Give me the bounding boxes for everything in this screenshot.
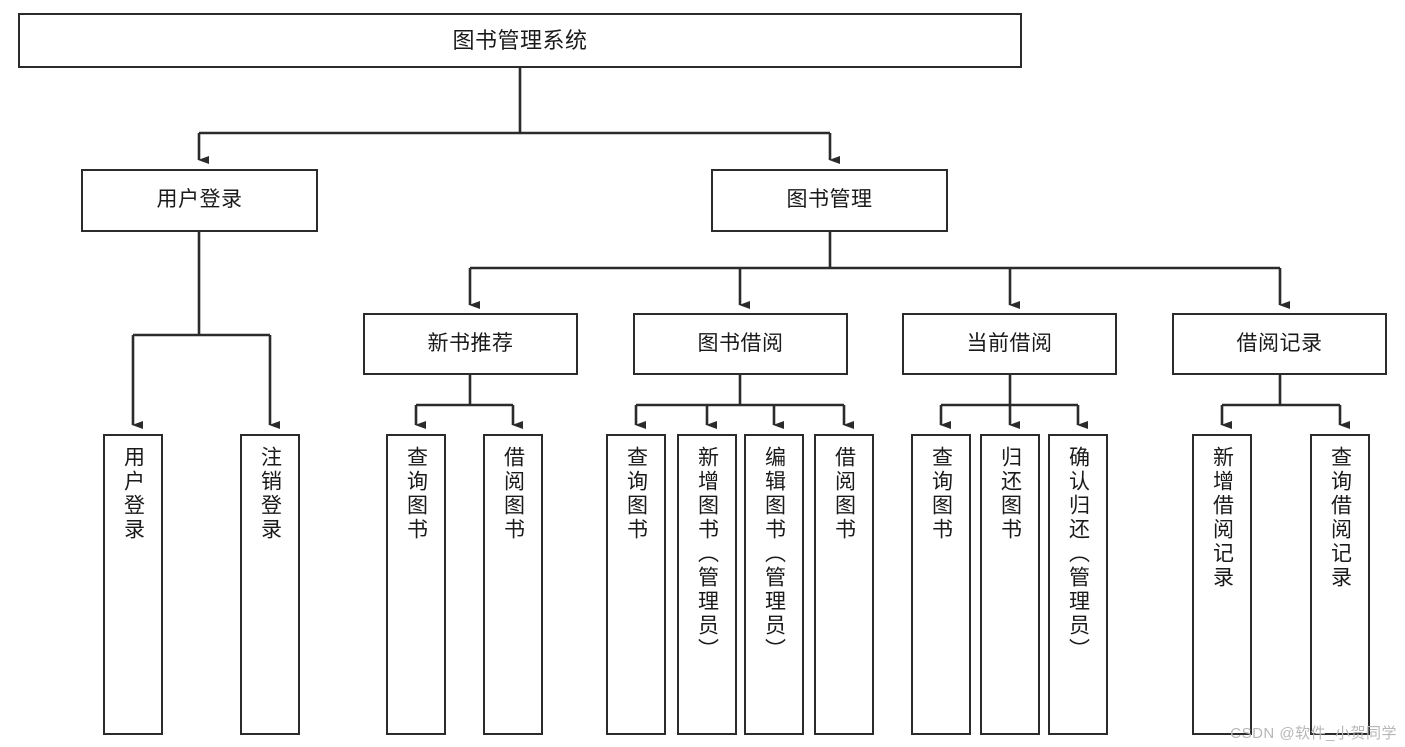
node-leaf-user-login[interactable]: 用户登录 (103, 434, 163, 735)
node-leaf-confirm-return-admin[interactable]: 确认归还（管理员） (1048, 434, 1108, 735)
node-book-borrow[interactable]: 图书借阅 (633, 313, 848, 375)
node-label: 查询图书 (404, 446, 428, 542)
node-label: 新书推荐 (427, 331, 514, 355)
node-label: 注销登录 (258, 446, 282, 542)
node-label: 借阅图书 (501, 446, 525, 542)
node-leaf-query-book-borrow[interactable]: 查询图书 (606, 434, 666, 735)
node-borrow-record[interactable]: 借阅记录 (1172, 313, 1387, 375)
node-leaf-borrow-book-recommend[interactable]: 借阅图书 (483, 434, 543, 735)
node-book-management[interactable]: 图书管理 (711, 169, 948, 232)
node-label: 新增图书（管理员） (695, 446, 719, 662)
node-label: 归还图书 (998, 446, 1022, 542)
node-label: 图书管理 (786, 188, 873, 212)
node-label: 查询图书 (929, 446, 953, 542)
node-leaf-edit-book-admin[interactable]: 编辑图书（管理员） (744, 434, 804, 735)
node-leaf-logout[interactable]: 注销登录 (240, 434, 300, 735)
node-label: 用户登录 (156, 188, 243, 212)
node-leaf-borrow-book[interactable]: 借阅图书 (814, 434, 874, 735)
node-label: 当前借阅 (966, 331, 1053, 355)
node-label: 借阅图书 (832, 446, 856, 542)
node-label: 图书借阅 (697, 331, 784, 355)
node-leaf-query-book-recommend[interactable]: 查询图书 (386, 434, 446, 735)
node-label: 确认归还（管理员） (1066, 446, 1090, 662)
node-root-book-management-system[interactable]: 图书管理系统 (18, 13, 1022, 68)
node-label: 借阅记录 (1236, 331, 1323, 355)
node-leaf-query-borrow-record[interactable]: 查询借阅记录 (1310, 434, 1370, 735)
node-leaf-return-book[interactable]: 归还图书 (980, 434, 1040, 735)
node-new-book-recommend[interactable]: 新书推荐 (363, 313, 578, 375)
node-label: 用户登录 (121, 446, 145, 542)
node-label: 查询图书 (624, 446, 648, 542)
node-current-borrow[interactable]: 当前借阅 (902, 313, 1117, 375)
node-user-login[interactable]: 用户登录 (81, 169, 318, 232)
node-leaf-query-book-current[interactable]: 查询图书 (911, 434, 971, 735)
node-label: 图书管理系统 (452, 27, 588, 53)
node-label: 新增借阅记录 (1210, 446, 1234, 590)
node-label: 查询借阅记录 (1328, 446, 1352, 590)
node-leaf-add-book-admin[interactable]: 新增图书（管理员） (677, 434, 737, 735)
node-leaf-add-borrow-record[interactable]: 新增借阅记录 (1192, 434, 1252, 735)
node-label: 编辑图书（管理员） (762, 446, 786, 662)
